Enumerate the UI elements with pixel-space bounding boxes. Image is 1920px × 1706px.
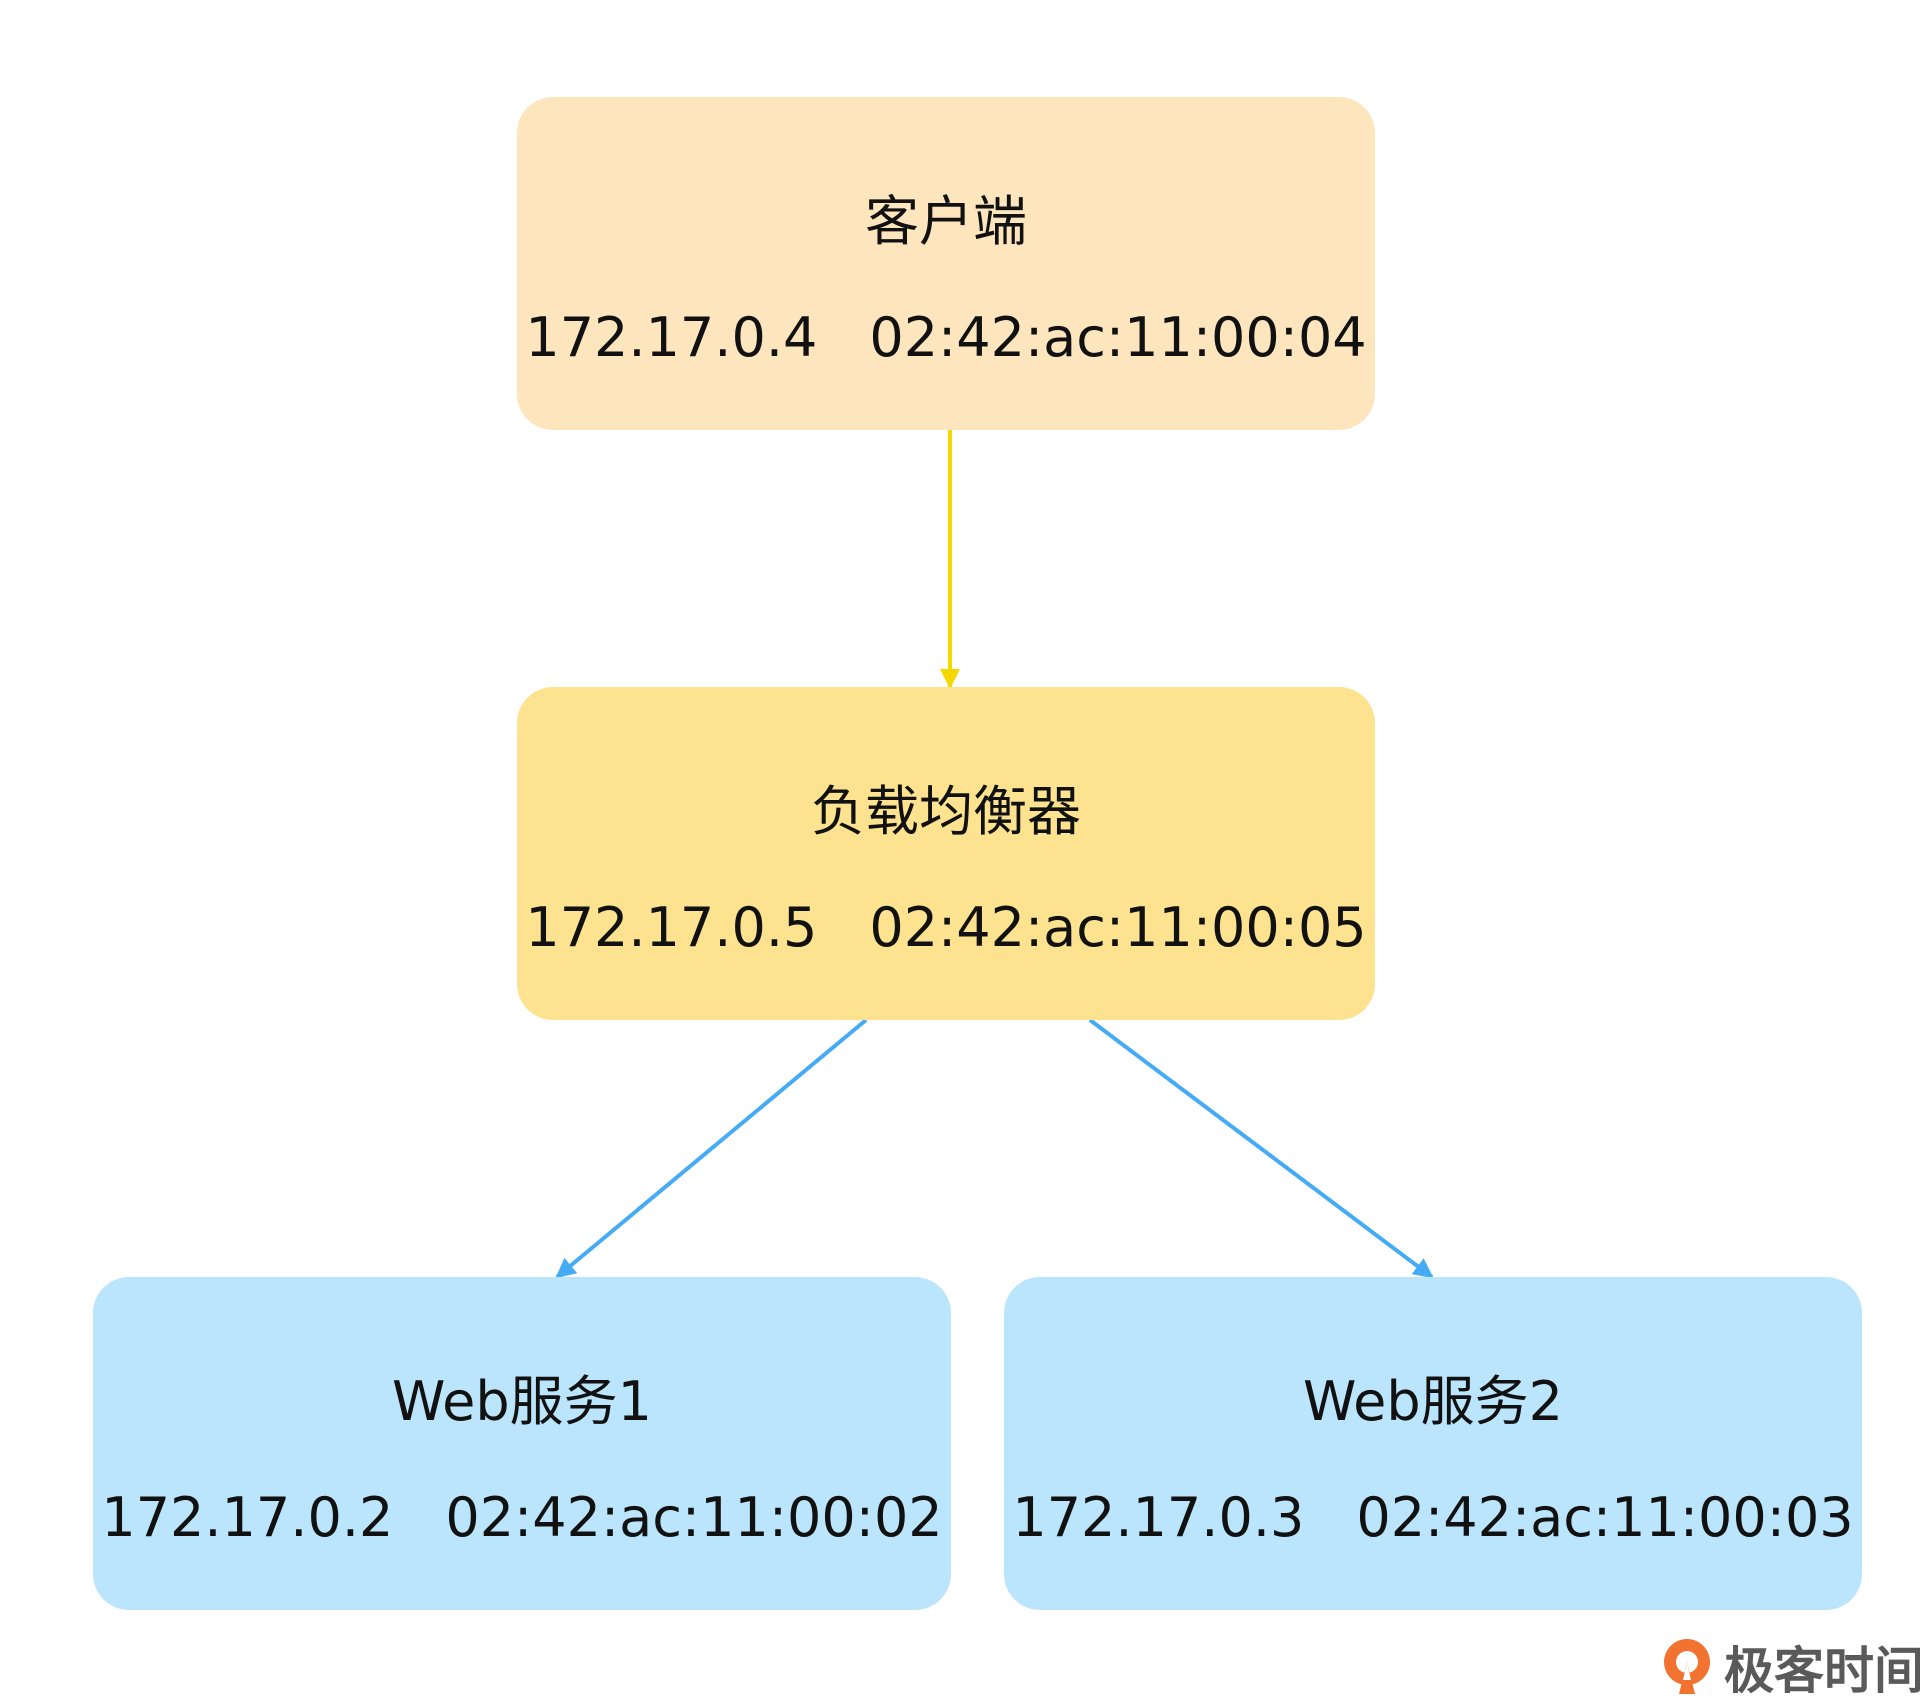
web1-node: Web服务1 172.17.0.2 02:42:ac:11:00:02: [93, 1277, 951, 1610]
load-balancer-node-address: 172.17.0.5 02:42:ac:11:00:05: [525, 901, 1366, 955]
load-balancer-mac: 02:42:ac:11:00:05: [869, 896, 1367, 959]
load-balancer-ip: 172.17.0.5: [525, 896, 818, 959]
client-mac: 02:42:ac:11:00:04: [869, 306, 1367, 369]
client-ip: 172.17.0.4: [525, 306, 818, 369]
web2-ip: 172.17.0.3: [1012, 1486, 1305, 1549]
web2-mac: 02:42:ac:11:00:03: [1356, 1486, 1854, 1549]
edge-load-balancer-to-web2: [1088, 1018, 1434, 1279]
web2-node-title: Web服务2: [1302, 1370, 1564, 1433]
web1-node-title: Web服务1: [391, 1370, 653, 1433]
client-node-address: 172.17.0.4 02:42:ac:11:00:04: [525, 311, 1366, 365]
load-balancer-node-title: 负载均衡器: [811, 780, 1081, 843]
edge-load-balancer-to-web1: [555, 1018, 868, 1279]
web1-ip: 172.17.0.2: [101, 1486, 394, 1549]
web2-node-address: 172.17.0.3 02:42:ac:11:00:03: [1012, 1491, 1853, 1545]
load-balancer-node: 负载均衡器 172.17.0.5 02:42:ac:11:00:05: [517, 687, 1375, 1020]
web2-node: Web服务2 172.17.0.3 02:42:ac:11:00:03: [1004, 1277, 1862, 1610]
brand-logo: 极客时间: [1660, 1632, 1920, 1702]
brand-logo-text: 极客时间: [1724, 1642, 1920, 1700]
client-node-title: 客户端: [865, 190, 1027, 253]
client-node: 客户端 172.17.0.4 02:42:ac:11:00:04: [517, 97, 1375, 430]
geektime-logo-icon: [1664, 1639, 1710, 1694]
web1-mac: 02:42:ac:11:00:02: [445, 1486, 943, 1549]
web1-node-address: 172.17.0.2 02:42:ac:11:00:02: [101, 1491, 942, 1545]
